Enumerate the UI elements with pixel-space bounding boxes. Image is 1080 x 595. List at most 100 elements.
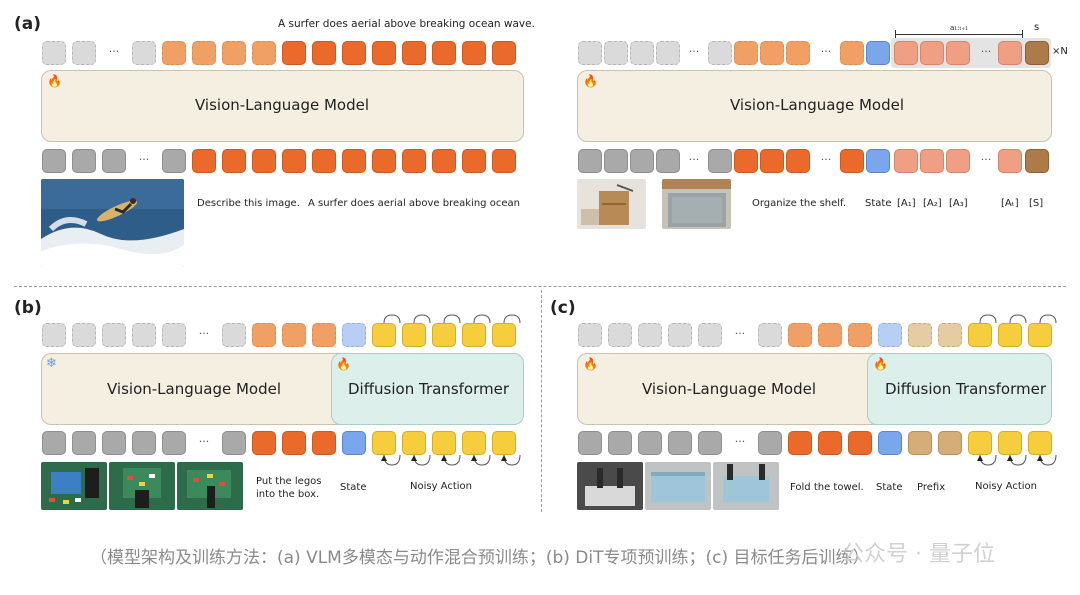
token-light-gray [630, 41, 654, 65]
ellipsis: ··· [688, 153, 700, 166]
token-gray [668, 431, 692, 455]
panel-c-instruction: Fold the towel. [790, 482, 864, 493]
token-orange [786, 149, 810, 173]
token-state-brown [1025, 149, 1049, 173]
ellipsis: ··· [138, 153, 150, 166]
token-light-orange [162, 41, 186, 65]
panel-b-noisy-action-label: Noisy Action [410, 481, 473, 492]
token-gray [578, 431, 602, 455]
towel-image-2 [645, 462, 711, 510]
token-orange [462, 41, 486, 65]
token-action-salmon [998, 149, 1022, 173]
fire-icon: 🔥 [583, 74, 598, 88]
token-orange [462, 149, 486, 173]
token-yellow [372, 431, 396, 455]
token-action-salmon [998, 41, 1022, 65]
token-yellow [432, 323, 456, 347]
token-gray [638, 431, 662, 455]
token-light-gray [222, 323, 246, 347]
token-gray [758, 431, 782, 455]
token-action-salmon [920, 41, 944, 65]
horizontal-divider [14, 286, 1066, 287]
lego-image-3 [177, 462, 243, 510]
token-orange [788, 431, 812, 455]
token-yellow [492, 431, 516, 455]
panel-a-right-instruction: Organize the shelf. [752, 198, 847, 209]
token-gray [608, 431, 632, 455]
ellipsis: ··· [734, 327, 746, 340]
panel-b-diffusion-loops [381, 314, 521, 466]
token-light-orange [222, 41, 246, 65]
towel-image-3 [713, 462, 779, 510]
fire-icon: 🔥 [873, 357, 888, 371]
action-label-a2: [A₂] [923, 198, 942, 209]
token-yellow [998, 431, 1022, 455]
panel-b-instruction-line1: Put the legos [256, 476, 322, 487]
action-bracket-label: a₁:ₜ₊₁ [950, 24, 969, 32]
token-yellow [492, 323, 516, 347]
token-light-orange [848, 323, 872, 347]
panel-a-top-caption: A surfer does aerial above breaking ocea… [278, 18, 535, 30]
token-light-orange [192, 41, 216, 65]
token-yellow [462, 431, 486, 455]
token-orange [252, 149, 276, 173]
token-light-gray [42, 41, 66, 65]
token-light-gray [162, 323, 186, 347]
token-light-orange [252, 41, 276, 65]
action-bracket [895, 34, 1023, 35]
vertical-divider [541, 290, 542, 512]
ellipsis: ··· [198, 435, 210, 448]
ellipsis: ··· [820, 45, 832, 58]
token-orange [402, 149, 426, 173]
token-orange [372, 149, 396, 173]
ellipsis: ··· [688, 45, 700, 58]
panel-a-state-label: State [865, 198, 892, 209]
panel-b-state-label: State [340, 482, 367, 493]
token-orange [252, 431, 276, 455]
token-action-salmon [946, 41, 970, 65]
token-light-orange [252, 323, 276, 347]
token-orange [492, 41, 516, 65]
panel-b-vlm-label: Vision-Language Model [107, 380, 282, 398]
token-orange [734, 149, 758, 173]
token-light-gray [102, 323, 126, 347]
state-label-s: [S] [1029, 198, 1044, 209]
token-light-gray [42, 323, 66, 347]
token-yellow [372, 323, 396, 347]
token-gray [222, 431, 246, 455]
token-light-blue [342, 323, 366, 347]
token-light-orange [760, 41, 784, 65]
token-orange [222, 149, 246, 173]
token-orange [342, 149, 366, 173]
token-orange [402, 41, 426, 65]
token-gray [604, 149, 628, 173]
token-orange [312, 149, 336, 173]
fire-icon: 🔥 [47, 74, 62, 88]
panel-c-vlm-label: Vision-Language Model [642, 380, 817, 398]
token-action-salmon [894, 149, 918, 173]
token-light-gray [638, 323, 662, 347]
token-gray [162, 149, 186, 173]
action-bracket-right-tick [1022, 30, 1023, 39]
token-orange [312, 431, 336, 455]
lego-image-1 [41, 462, 107, 510]
token-light-gray [132, 41, 156, 65]
token-gray [72, 149, 96, 173]
panel-b-dit-box [331, 353, 524, 425]
panel-a-left-vlm-box [41, 70, 524, 142]
token-orange [342, 41, 366, 65]
token-light-gray [578, 41, 602, 65]
token-gray [72, 431, 96, 455]
token-action-salmon [920, 149, 944, 173]
token-orange [432, 149, 456, 173]
token-orange [282, 149, 306, 173]
token-yellow [432, 431, 456, 455]
token-gray [656, 149, 680, 173]
token-action-salmon [894, 41, 918, 65]
token-gray [162, 431, 186, 455]
times-n-label: ×N [1052, 46, 1068, 57]
token-yellow [402, 431, 426, 455]
token-light-orange [786, 41, 810, 65]
ellipsis: ··· [980, 45, 992, 58]
panel-a-left-answer: A surfer does aerial above breaking ocea… [308, 198, 520, 209]
